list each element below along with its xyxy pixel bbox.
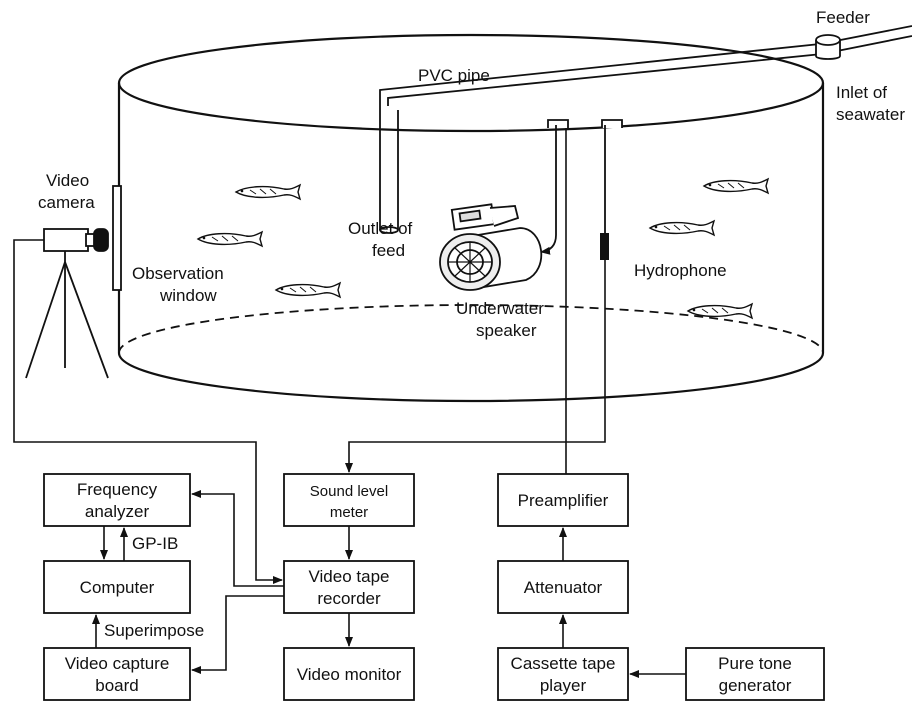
text-pure-tone-1: Pure tone xyxy=(718,654,792,673)
tank xyxy=(117,33,825,403)
text-cassette-1: Cassette tape xyxy=(511,654,616,673)
box-cassette-tape-player xyxy=(497,647,629,701)
text-video-tape-recorder-2: recorder xyxy=(317,589,381,608)
pvc-pipe xyxy=(379,25,912,234)
observation-window xyxy=(112,185,122,291)
label-gpib: GP-IB xyxy=(132,534,178,553)
block-boxes xyxy=(43,473,825,701)
text-pure-tone-2: generator xyxy=(719,676,792,695)
box-pure-tone-generator xyxy=(685,647,825,701)
label-video-camera-2: camera xyxy=(38,193,95,212)
underwater-speaker-device xyxy=(439,203,543,291)
hydrophone-device xyxy=(600,125,609,260)
label-hydrophone: Hydrophone xyxy=(634,261,727,280)
label-pvc-pipe: PVC pipe xyxy=(418,66,490,85)
text-frequency-analyzer-2: analyzer xyxy=(85,502,150,521)
tank-bottom-back-dashed xyxy=(118,304,824,354)
label-inlet-1: Inlet of xyxy=(836,83,887,102)
label-speaker-1: Underwater xyxy=(456,299,544,318)
tank-bottom-front xyxy=(117,352,825,403)
text-attenuator: Attenuator xyxy=(524,578,603,597)
box-labels: Frequency analyzer Computer Video captur… xyxy=(65,480,792,695)
video-camera-device xyxy=(25,228,109,379)
line-vtr-to-capture xyxy=(191,595,284,674)
tank-labels: Feeder PVC pipe Inlet of seawater Video … xyxy=(38,8,905,340)
box-video-tape-recorder xyxy=(283,560,415,614)
text-video-tape-recorder-1: Video tape xyxy=(309,567,390,586)
label-inlet-2: seawater xyxy=(836,105,905,124)
label-observation-1: Observation xyxy=(132,264,224,283)
line-camera-to-vtr xyxy=(13,239,283,584)
box-video-capture-board xyxy=(43,647,191,701)
text-frequency-analyzer-1: Frequency xyxy=(77,480,158,499)
text-sound-level-meter-2: meter xyxy=(330,504,368,521)
label-outlet-2: feed xyxy=(372,241,405,260)
connection-lines xyxy=(13,128,686,678)
text-sound-level-meter-1: Sound level xyxy=(310,483,388,500)
box-frequency-analyzer xyxy=(43,473,191,527)
line-hydrophone-to-slm xyxy=(345,260,606,473)
feeder-device xyxy=(815,34,841,60)
label-observation-2: window xyxy=(159,286,217,305)
text-preamplifier: Preamplifier xyxy=(518,491,609,510)
box-preamplifier xyxy=(497,473,629,527)
label-feeder: Feeder xyxy=(816,8,870,27)
label-outlet-1: Outlet of xyxy=(348,219,413,238)
box-attenuator xyxy=(497,560,629,614)
speaker-cable xyxy=(540,125,557,255)
text-video-monitor: Video monitor xyxy=(297,665,402,684)
label-speaker-2: speaker xyxy=(476,321,537,340)
text-video-capture-2: board xyxy=(95,676,138,695)
text-computer: Computer xyxy=(80,578,155,597)
label-superimpose: Superimpose xyxy=(104,621,204,640)
box-sound-level-meter xyxy=(283,473,415,527)
box-computer xyxy=(43,560,191,614)
label-video-camera-1: Video xyxy=(46,171,89,190)
box-video-monitor xyxy=(283,647,415,701)
tank-posts xyxy=(547,119,623,128)
text-video-capture-1: Video capture xyxy=(65,654,170,673)
text-cassette-2: player xyxy=(540,676,587,695)
line-vtr-to-analyzer xyxy=(191,490,284,587)
